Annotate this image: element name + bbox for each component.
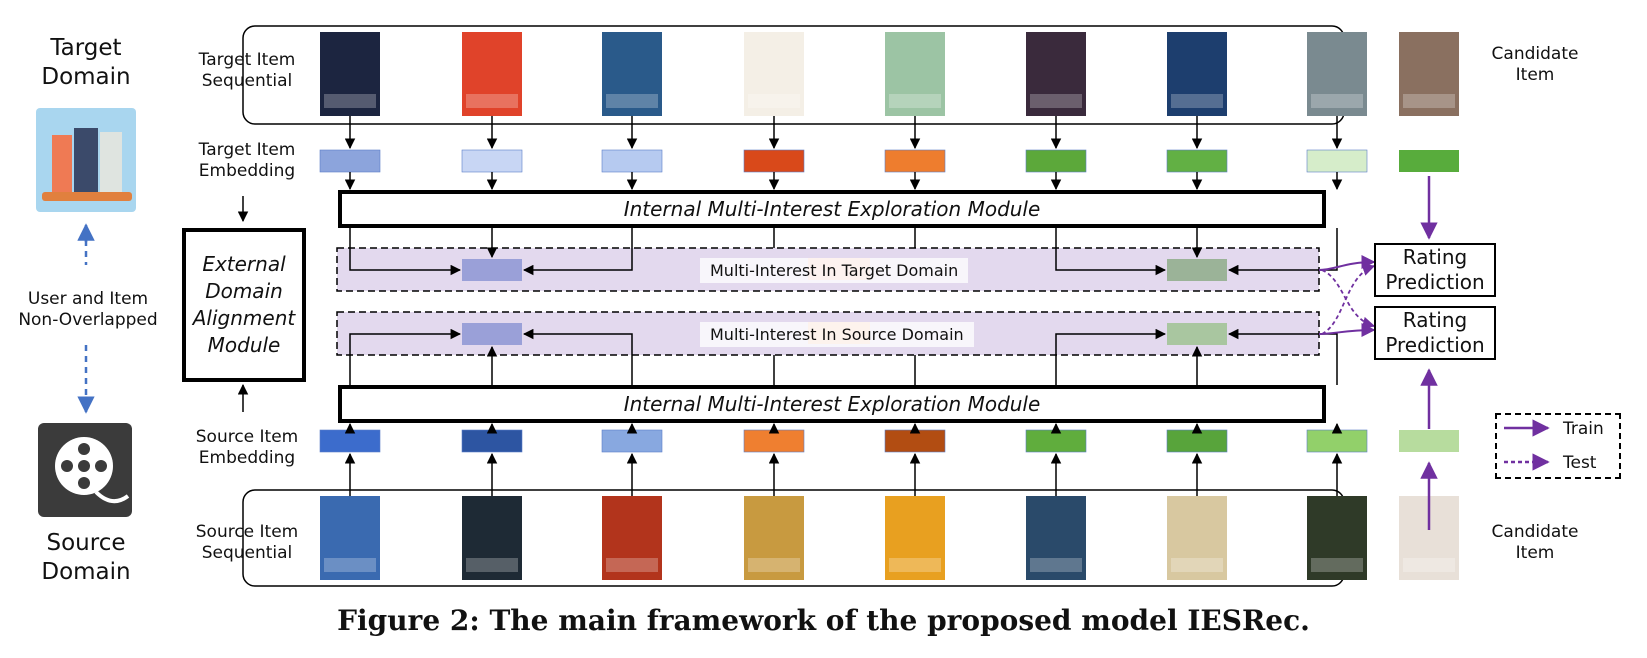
book-cover xyxy=(1307,32,1367,116)
book-cover xyxy=(885,32,945,116)
book-cover xyxy=(462,32,522,116)
legend-train-label: Train xyxy=(1563,419,1604,439)
source-embedding xyxy=(1166,429,1228,453)
source-band-label: Multi-Interest In Source Domain xyxy=(700,322,974,347)
target-embedding xyxy=(884,149,946,173)
target-interest-vector xyxy=(1167,259,1227,281)
rating-prediction-bottom: Rating Prediction xyxy=(1374,306,1496,360)
rating-prediction-top: Rating Prediction xyxy=(1374,243,1496,297)
source-embedding xyxy=(461,429,523,453)
movie-poster xyxy=(320,496,380,580)
target-embedding xyxy=(319,149,381,173)
target-interest-vector xyxy=(462,259,522,281)
target-embedding xyxy=(1166,149,1228,173)
movie-poster xyxy=(885,496,945,580)
source-embedding xyxy=(1306,429,1368,453)
source-item-embedding-label: Source Item Embedding xyxy=(195,427,299,469)
source-embedding xyxy=(319,429,381,453)
target-interest-link xyxy=(522,228,633,276)
source-interest-link xyxy=(349,328,462,385)
test-cross-arrow-2 xyxy=(1321,263,1376,335)
movie-poster xyxy=(462,496,522,580)
source-domain-label: Source Domain xyxy=(41,530,131,585)
source-interest-link xyxy=(1227,328,1338,385)
source-interest-link xyxy=(522,328,633,385)
source-band-train-arrow xyxy=(1318,323,1376,338)
source-embedding xyxy=(601,429,663,453)
legend-test-label: Test xyxy=(1563,453,1597,473)
target-embedding xyxy=(1025,149,1087,173)
candidate-book-cover xyxy=(1399,32,1459,116)
book-cover xyxy=(1167,32,1227,116)
book-cover xyxy=(1026,32,1086,116)
source-interest-link xyxy=(1055,328,1167,385)
legend: Train Test xyxy=(1495,413,1621,479)
book-cover xyxy=(320,32,380,116)
test-cross-arrow-1 xyxy=(1321,269,1376,330)
candidate-source-embedding xyxy=(1399,430,1459,452)
candidate-item-label-bottom: Candidate Item xyxy=(1491,522,1579,564)
film-reel-icon xyxy=(38,423,132,517)
book-cover xyxy=(744,32,804,116)
book-cover xyxy=(602,32,662,116)
target-embedding xyxy=(1306,149,1368,173)
source-interest-vector xyxy=(1167,323,1227,345)
candidate-item-label-top: Candidate Item xyxy=(1491,44,1579,86)
internal-module-top: Internal Multi-Interest Exploration Modu… xyxy=(338,190,1326,228)
target-interest-link xyxy=(1055,228,1167,276)
books-icon xyxy=(36,108,136,212)
target-item-embedding-label: Target Item Embedding xyxy=(198,140,296,182)
target-embedding xyxy=(601,149,663,173)
figure-caption: Figure 2: The main framework of the prop… xyxy=(337,604,1310,637)
target-interest-link xyxy=(349,228,462,276)
movie-poster xyxy=(1167,496,1227,580)
target-interest-link xyxy=(1227,228,1338,276)
internal-module-bottom: Internal Multi-Interest Exploration Modu… xyxy=(338,385,1326,423)
source-embedding xyxy=(743,429,805,453)
movie-poster xyxy=(602,496,662,580)
target-embedding xyxy=(743,149,805,173)
target-band-train-arrow xyxy=(1318,255,1376,271)
target-domain-label: Target Domain xyxy=(41,35,131,90)
source-embedding xyxy=(1025,429,1087,453)
non-overlap-label: User and Item Non-Overlapped xyxy=(18,289,158,331)
source-item-sequential-label: Source Item Sequential xyxy=(195,522,299,564)
source-embedding xyxy=(884,429,946,453)
target-band-label: Multi-Interest In Target Domain xyxy=(700,258,969,283)
target-item-sequential-label: Target Item Sequential xyxy=(198,50,296,92)
movie-poster xyxy=(744,496,804,580)
candidate-target-embedding xyxy=(1399,150,1459,172)
target-embedding xyxy=(461,149,523,173)
movie-poster xyxy=(1026,496,1086,580)
external-domain-alignment-module: External Domain Alignment Module xyxy=(182,228,306,382)
source-interest-vector xyxy=(462,323,522,345)
movie-poster xyxy=(1307,496,1367,580)
